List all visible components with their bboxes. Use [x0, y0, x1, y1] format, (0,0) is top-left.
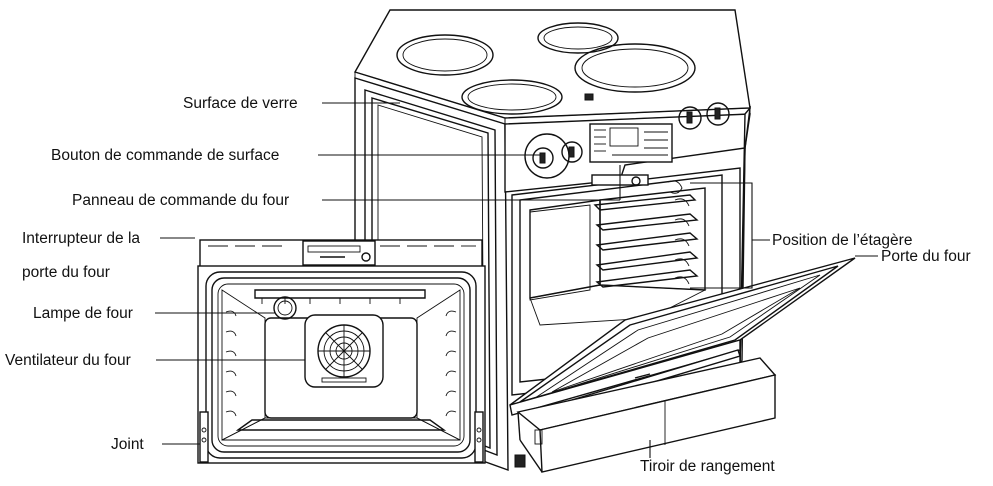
label-oven-control-panel: Panneau de commande du four: [72, 192, 290, 209]
label-door-switch-line2: porte du four: [22, 264, 110, 281]
label-oven-door: Porte du four: [881, 248, 971, 265]
label-glass-surface: Surface de verre: [183, 95, 298, 112]
label-door-switch-line1: Interrupteur de la: [22, 230, 141, 247]
leader-lines: [155, 102, 878, 458]
label-oven-fan: Ventilateur du four: [5, 352, 131, 369]
label-surface-control-knob: Bouton de commande de surface: [51, 147, 280, 164]
label-rack-position: Position de l’étagère: [772, 232, 913, 249]
label-gasket: Joint: [111, 436, 144, 453]
label-storage-drawer: Tiroir de rangement: [640, 458, 775, 475]
label-oven-lamp: Lampe de four: [33, 305, 133, 322]
oven-front-view: [197, 239, 486, 464]
